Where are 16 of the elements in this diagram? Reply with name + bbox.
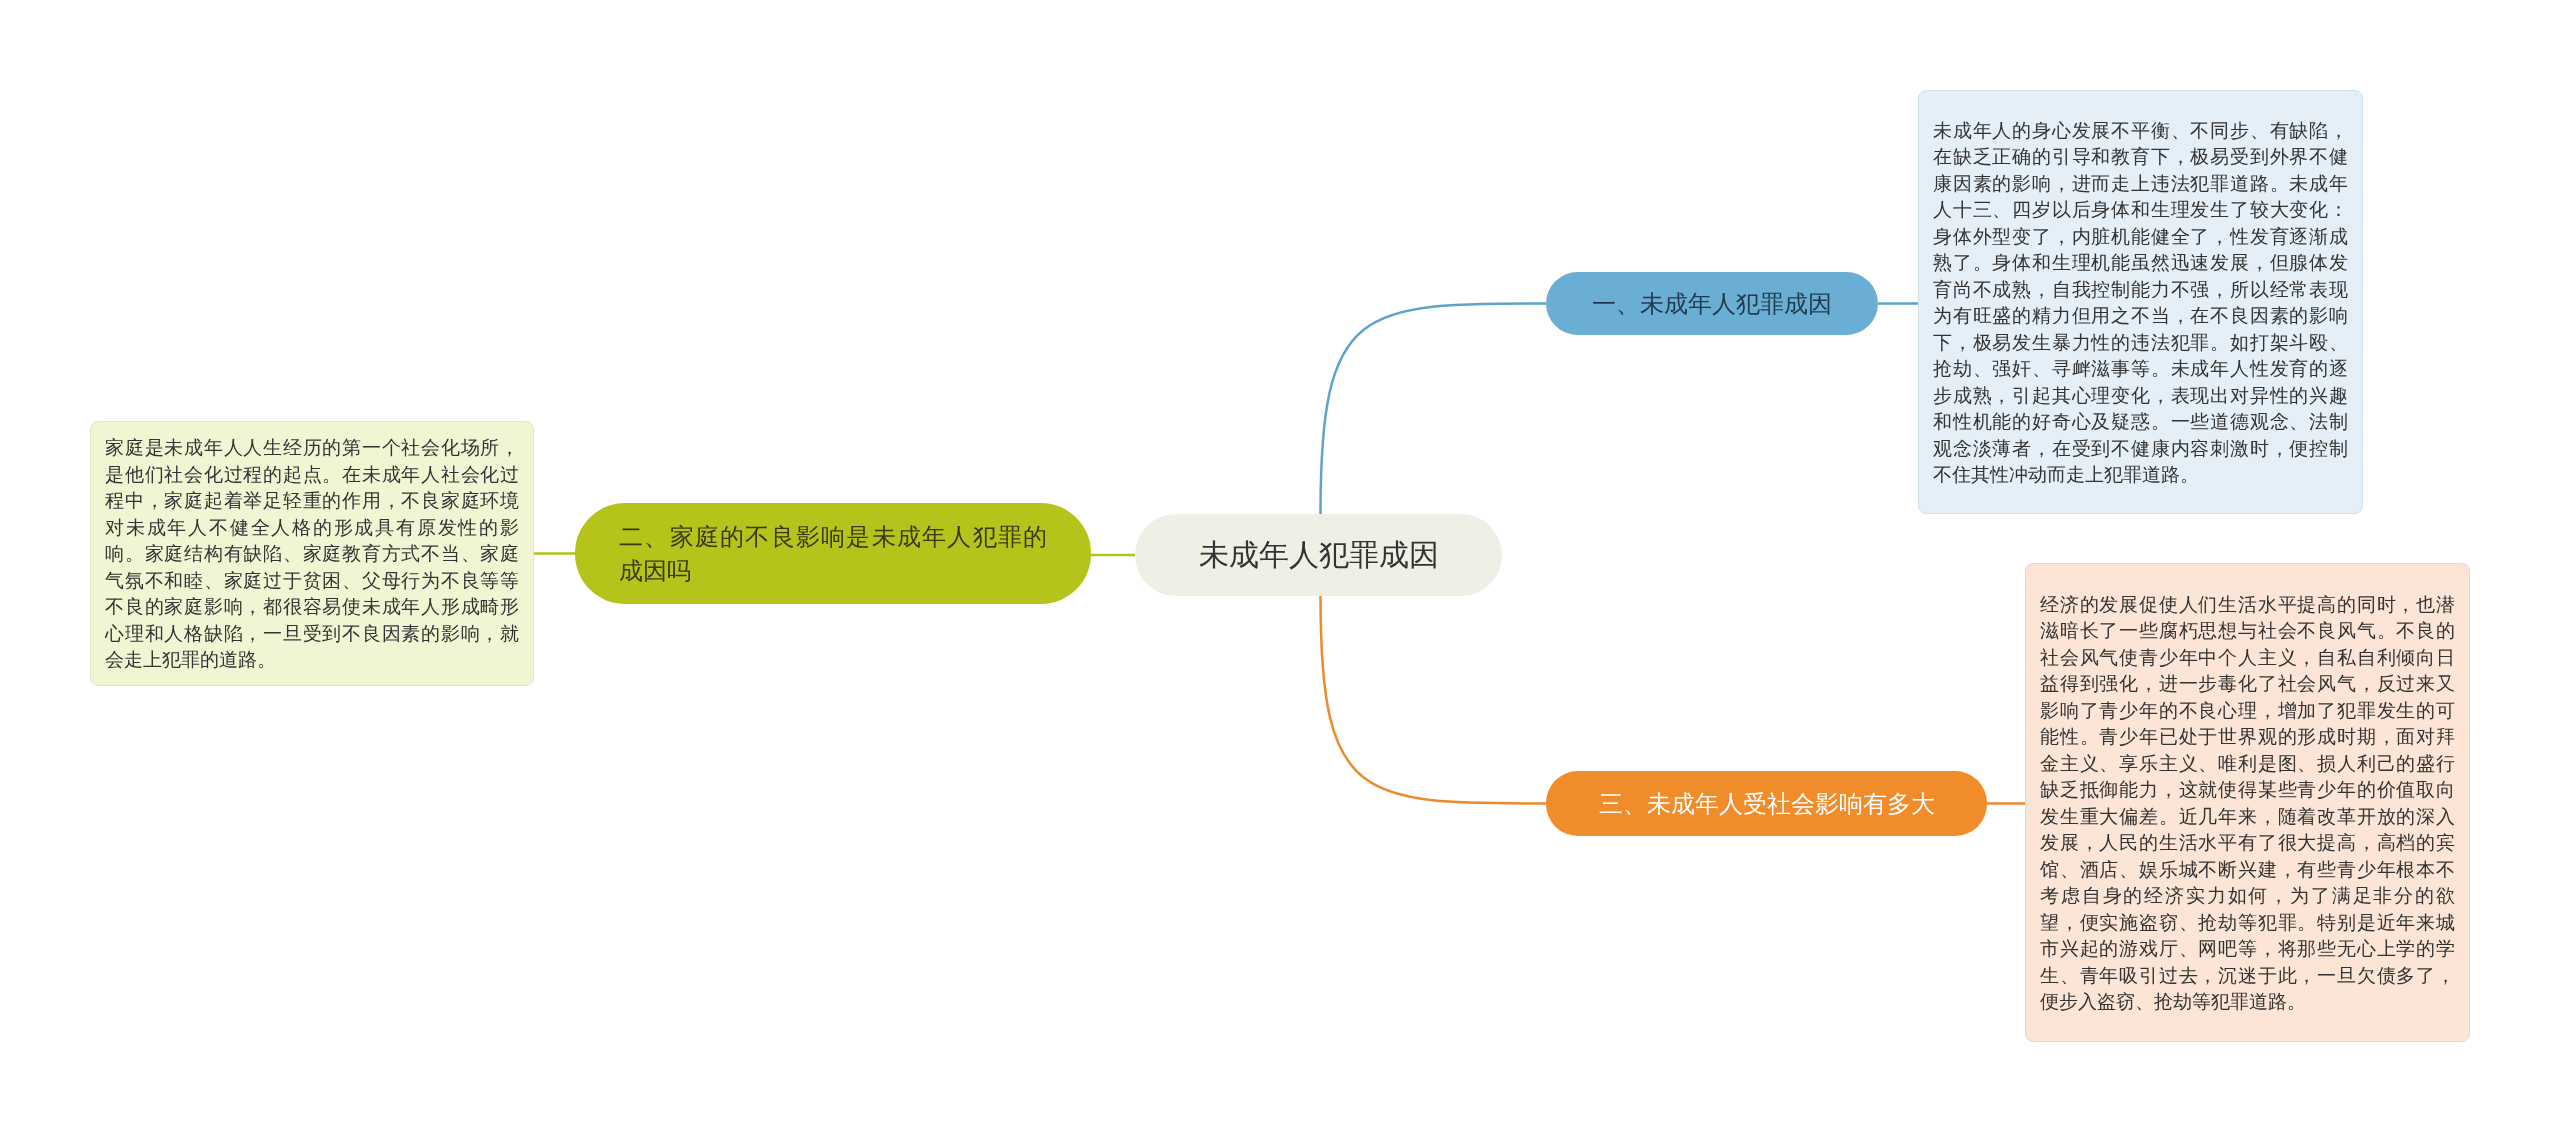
topic-label: 三、未成年人受社会影响有多大	[1598, 788, 1935, 820]
note-text: 经济的发展促使人们生活水平提高的同时，也潜滋暗长了一些腐朽思想与社会不良风气。不良的社会风气使青少年中个人主义，自私自利倾向日益得到强化，进一步毒化了社会风气，反过来又影响了青少年的不良心理，增加了犯罪发生的可能性。青少年已处于世界观的形成时期，面对拜金主义、享乐主义、唯利是图、损人利己的盛行缺乏抵御能力，这就使得某些青少年的价值取向发生重大偏差。近几年来，随着改革开放的深入发展，人民的生活水平有了很大提高，高档的宾馆、酒店、娱乐城不断兴建，有些青少年根本不考虑自身的经济实力如何，为了满足非分的欲望，便实施盗窃、抢劫等犯罪。特别是近年来城市兴起的游戏厅、网吧等，将那些无心上学的学生、青年吸引过去，沉迷于此，一旦欠债多了，便步入盗窃、抢劫等犯罪道路。	[2040, 591, 2455, 1014]
connector-line	[1987, 802, 2025, 805]
note-text: 家庭是未成年人人生经历的第一个社会化场所，是他们社会化过程的起点。在未成年人社会化过程中，家庭起着举足轻重的作用，不良家庭环境对未成年人不健全人格的形成具有原发性的影响。家庭结构有缺陷、家庭教育方式不当、家庭气氛不和睦、家庭过于贫困、父母行为不良等等不良的家庭影响，都很容易使未成年人形成畸形心理和人格缺陷，一旦受到不良因素的影响，就会走上犯罪的道路。	[105, 435, 519, 673]
connector-line	[534, 552, 575, 555]
topic-label: 一、未成年人犯罪成因	[1592, 288, 1832, 320]
topic-label: 未成年人犯罪成因	[1198, 536, 1439, 574]
note-card	[90, 421, 534, 686]
connector-line	[1319, 302, 1546, 515]
connector-line	[1319, 595, 1546, 805]
note-card	[1918, 90, 2363, 514]
connector-line	[1091, 553, 1135, 557]
note-text: 未成年人的身心发展不平衡、不同步、有缺陷，在缺乏正确的引导和教育下，极易受到外界不健康因素的影响，进而走上违法犯罪道路。未成年人十三、四岁以后身体和生理发生了较大变化：身体外型变了，内脏机能健全了，性发育逐渐成熟了。身体和生理机能虽然迅速发展，但腺体发育尚不成熟，自我控制能力不强，所以经常表现为有旺盛的精力但用之不当，在不良因素的影响下，极易发生暴力性的违法犯罪。如打架斗殴、抢劫、强奸、寻衅滋事等。未成年人性发育的逐步成熟，引起其心理变化，表现出对异性的兴趣和性机能的好奇心及疑惑。一些道德观念、法制观念淡薄者，在受到不健康内容刺激时，便控制不住其性冲动而走上犯罪道路。	[1933, 117, 2348, 487]
note-card	[2025, 563, 2470, 1042]
connector-line	[1878, 302, 1918, 305]
topic-label: 二、家庭的不良影响是未成年人犯罪的成因吗	[619, 521, 1047, 587]
